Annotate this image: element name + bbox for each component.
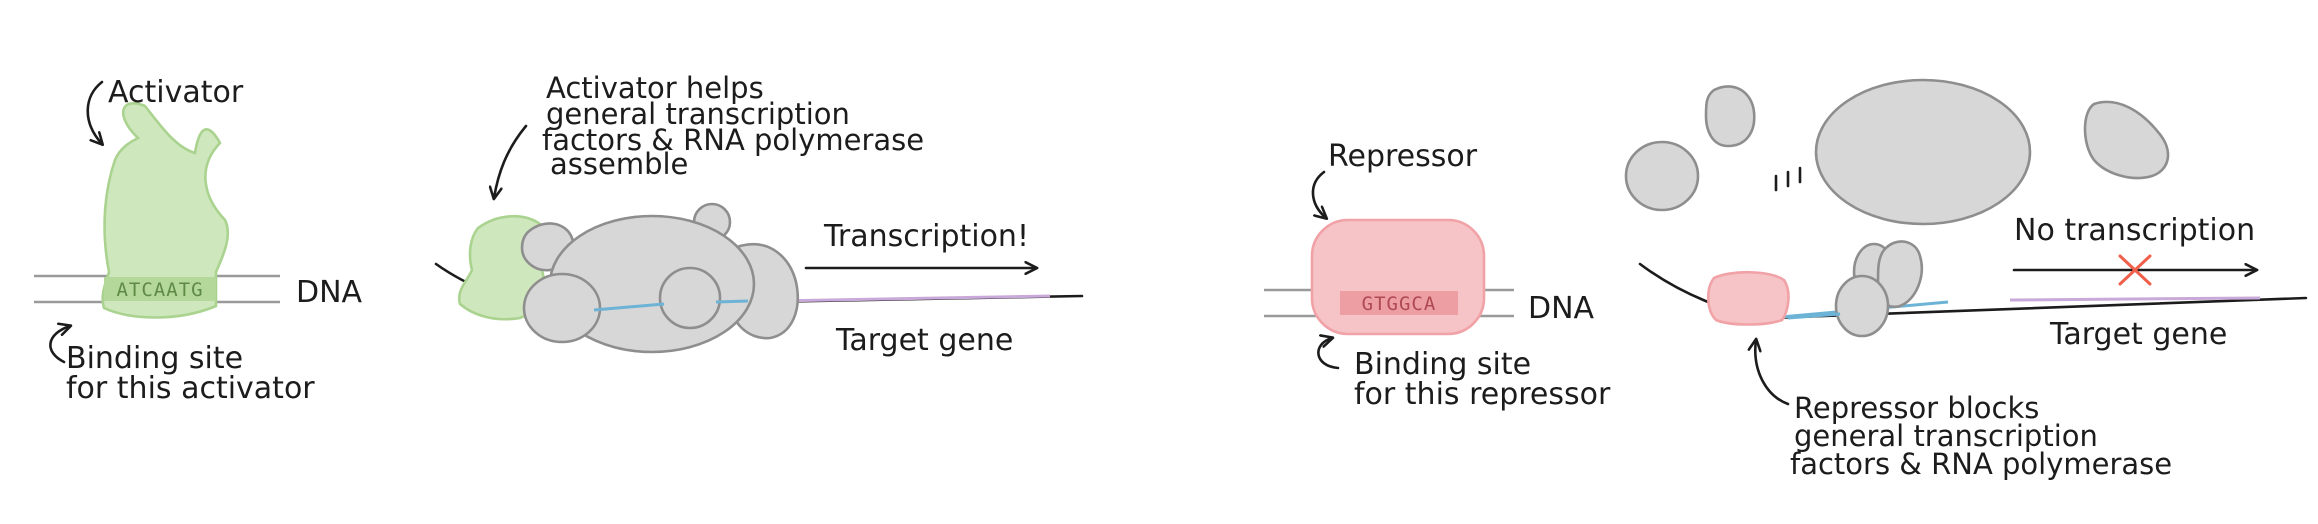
free-gtf-top-left <box>1704 85 1756 148</box>
repressor-binding-site-label-line-2: for this repressor <box>1354 377 1611 412</box>
blocked-target-gene-segment <box>2009 296 2261 302</box>
blocking-caption-arrow <box>1755 340 1790 406</box>
assembly-caption-line-3: factors & RNA polymerase <box>542 123 924 157</box>
free-gtf-left <box>1624 140 1700 212</box>
transcription-label: Transcription! <box>823 219 1029 254</box>
blocking-caption: Repressor blocks general transcription f… <box>1790 391 2172 481</box>
no-transcription-label: No transcription <box>2014 213 2255 248</box>
activator-binding-site-label-line-1: Binding site <box>66 341 243 376</box>
repressor-label-arrow <box>1311 170 1326 218</box>
repressor-binding-site-label-line-1: Binding site <box>1354 347 1531 382</box>
activator-binding-site <box>104 277 216 301</box>
blocking-caption-line-2: general transcription <box>1794 419 2098 453</box>
bound-gtf-front <box>1834 274 1890 338</box>
activator-dna-label: DNA <box>296 275 363 310</box>
repressor-dna-label: DNA <box>1528 291 1595 326</box>
bound-gtf-right <box>1876 240 1923 309</box>
repressor-binding-site-label: Binding site for this repressor <box>1354 347 1611 412</box>
repressor-binding-site-arrow <box>1317 338 1340 370</box>
assembly-caption-arrow <box>494 124 528 198</box>
assembly-caption: Activator helps general transcription fa… <box>542 71 933 181</box>
free-rna-polymerase <box>1814 78 2032 226</box>
assembly-caption-line-2: general transcription <box>546 97 850 131</box>
blocking-caption-line-1: Repressor blocks <box>1794 391 2039 425</box>
activator-binding-site-label: Binding site for this activator <box>66 341 315 406</box>
repressor-binding-site <box>1340 291 1458 315</box>
gtf-bottom-left <box>522 272 602 344</box>
activator-label: Activator <box>108 75 244 110</box>
promoter-through-complex <box>593 302 665 312</box>
promoter-through-complex-2 <box>715 299 749 304</box>
activator-binding-site-arrow <box>49 326 70 364</box>
blocked-transcription-panel: Repressor blocks general transcription f… <box>1624 78 2308 481</box>
blocking-caption-line-3: factors & RNA polymerase <box>1790 447 2172 481</box>
activator-binding-site-label-line-2: for this activator <box>66 371 315 406</box>
gtf-bottom-center <box>658 266 722 330</box>
blocked-x-icon <box>2118 254 2152 286</box>
repressor-panel: GTGGCA Repressor DNA Binding site for th… <box>1264 139 1611 412</box>
activated-target-gene-label: Target gene <box>835 323 1013 358</box>
activator-binding-site-sequence: ATCAATG <box>116 279 203 301</box>
activator-label-arrow <box>86 80 102 144</box>
activator-protein <box>101 102 230 319</box>
repressor-binding-site-sequence: GTGGCA <box>1362 293 1437 315</box>
activated-transcription-panel: Activator helps general transcription fa… <box>434 71 1084 358</box>
repressor-label: Repressor <box>1328 139 1478 174</box>
assembly-caption-line-1: Activator helps <box>546 71 764 105</box>
bound-repressor <box>1706 270 1790 326</box>
activator-panel: ATCAATG Activator DNA Binding site for t… <box>34 75 363 406</box>
free-gtf-right <box>2083 100 2170 180</box>
blocked-promoter-visible <box>1787 312 1841 320</box>
repressor-protein <box>1310 218 1486 336</box>
assembly-caption-line-4: assemble <box>550 147 688 181</box>
motion-marks <box>1774 166 1802 192</box>
blocked-target-gene-label: Target gene <box>2049 317 2227 352</box>
